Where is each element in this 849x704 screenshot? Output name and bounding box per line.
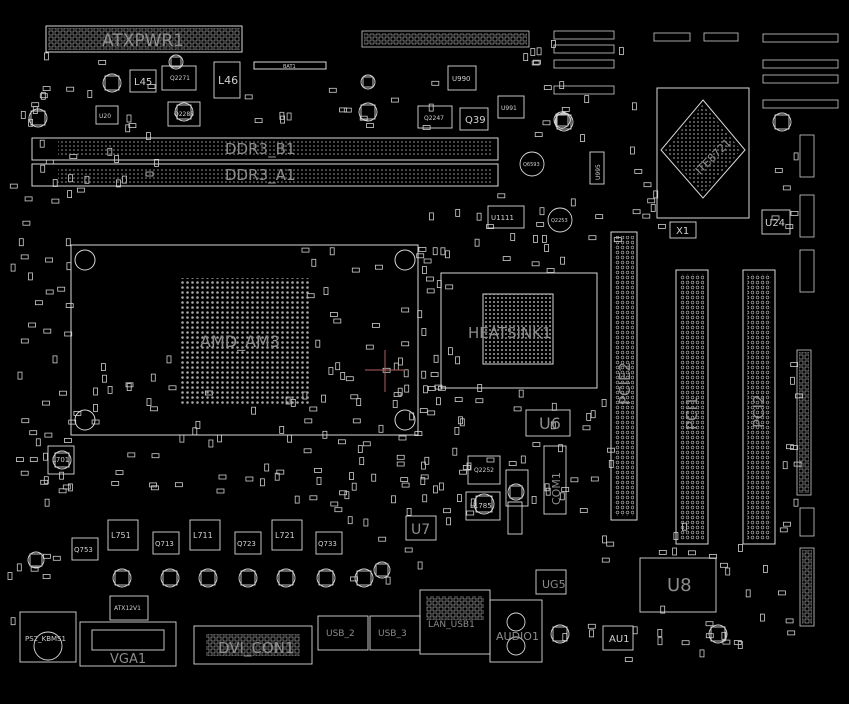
superio-chip: ITE8721: [656, 87, 750, 219]
amd-am3-label: AMD_AM3: [200, 332, 280, 352]
u7-label: U7: [411, 522, 430, 538]
l711-label: L711: [193, 531, 213, 540]
audio-label: AUDIO1: [496, 630, 539, 643]
x1-label: X1: [676, 226, 689, 237]
u1111-label: U1111: [491, 214, 514, 222]
heatsink-label: HEATSINK1: [468, 324, 552, 342]
battery-holder: BAT1: [253, 61, 327, 70]
q723-label: Q723: [237, 540, 256, 548]
u991-label: U991: [501, 105, 517, 112]
pci-slot-2: PCI2: [742, 269, 776, 545]
pcie2-label: PCIE2: [616, 362, 634, 405]
ug5-label: UG5: [542, 578, 566, 591]
lan-usb-label: LAN_USB1: [428, 620, 475, 630]
right-edge-headers: [796, 134, 815, 627]
rear-io: PS2_KBMS1 VGA1 DVI_CON1 USB_2 USB_3 LAN_…: [19, 589, 543, 667]
electrolytic-capacitors: [27, 54, 792, 644]
bat-label: BAT1: [283, 64, 296, 70]
pci-slot-1: PCI1: [675, 269, 709, 545]
usb-a-label: USB_2: [326, 629, 355, 639]
q753-label: Q753: [74, 546, 93, 554]
com1-label: COM1: [550, 472, 563, 505]
atx-power-connector: ATXPWR1: [45, 25, 243, 53]
l701-label: L701: [52, 456, 69, 464]
ps2-label: PS2_KBMS1: [25, 635, 66, 643]
q713-label: Q713: [155, 540, 174, 548]
q2252-label: Q2252: [474, 467, 494, 474]
ddr3-slot-a1: DDR3_A1: [31, 163, 499, 187]
heatsink-1: HEATSINK1: [440, 272, 598, 389]
top-headers: [361, 30, 839, 109]
ddr3-slot-b1: DDR3_B1: [31, 137, 499, 161]
vertical-parts: COM1: [505, 445, 567, 535]
l1785-label: L1785: [470, 502, 492, 510]
crosshair-cursor-icon: [365, 350, 405, 392]
cpu-socket-am3: AMD_AM3: [70, 244, 419, 436]
au1-label: AU1: [609, 634, 630, 645]
small-component-field: [7, 40, 803, 662]
u8-label: U8: [667, 575, 692, 596]
u990-label: U990: [452, 75, 470, 83]
u20-label: U20: [99, 113, 111, 120]
l751-label: L751: [111, 531, 131, 540]
q2271-label: Q2271: [170, 75, 190, 82]
u995-label: U995: [595, 164, 602, 180]
ddr3-b1-label: DDR3_B1: [225, 140, 295, 159]
q2247-label: Q2247: [424, 115, 444, 122]
ddr3-a1-label: DDR3_A1: [225, 166, 295, 185]
q2288-label: Q2288: [174, 111, 194, 118]
pci1-label: PCI1: [683, 397, 701, 431]
q6593-label: Q6593: [523, 162, 540, 168]
q39-label: Q39: [465, 115, 486, 126]
u24-label: U24: [765, 218, 785, 229]
atxpwr-label: ATXPWR1: [102, 31, 184, 51]
q733-label: Q733: [318, 540, 337, 548]
u6-label: U6: [539, 414, 561, 433]
usb-b-label: USB_3: [378, 629, 407, 639]
l721-label: L721: [275, 531, 295, 540]
vga-label: VGA1: [110, 652, 146, 667]
q2253-label: Q2253: [551, 218, 568, 224]
l45-label: L45: [134, 77, 152, 88]
labeled-components: U6 U7 U8 UG5 AU1 L46 L45 Q39 U24 X1 L751…: [47, 61, 791, 651]
pcie-slot-2: PCIE2: [610, 231, 638, 521]
l46-label: L46: [218, 74, 238, 87]
dvi-label: DVI_CON1: [218, 639, 295, 658]
atx12v-label: ATX12V1: [114, 605, 141, 612]
pci2-label: PCI2: [750, 395, 768, 429]
